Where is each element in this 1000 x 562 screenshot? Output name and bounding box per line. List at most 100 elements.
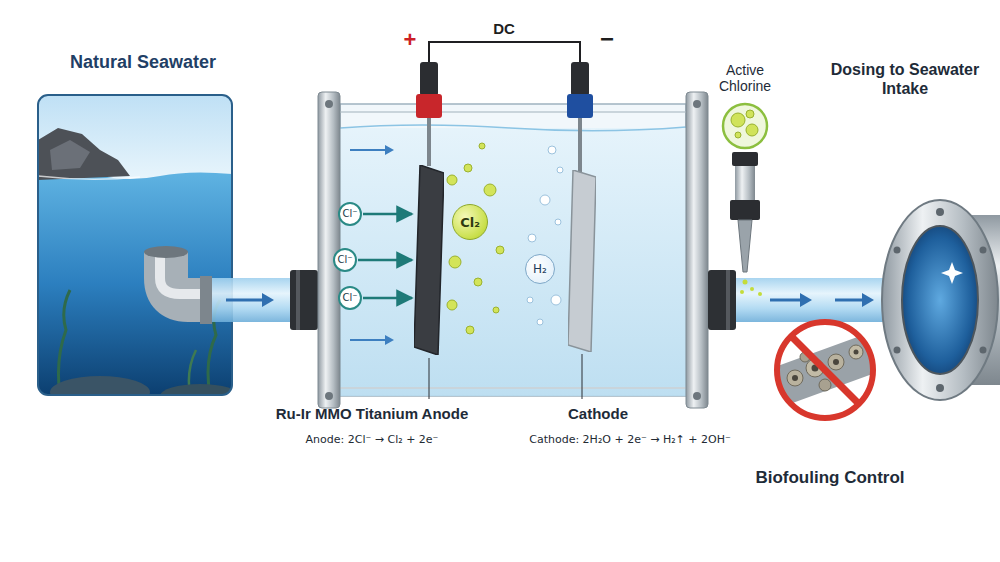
chlorine-bubbles [447,143,504,334]
bubble [479,143,485,149]
flow-arrow [226,299,262,302]
wave-line [38,176,140,179]
sky [38,95,232,185]
cathode-plate: CathodeCathode: 2H₂O + 2e⁻ → H₂↑ + 2OH⁻ [568,170,596,352]
seabed-rock [160,384,232,395]
pipe-mouth [144,246,188,258]
bolt [693,100,701,108]
bubble [474,278,482,286]
bolt [980,247,987,254]
bubble [557,167,563,173]
callout-label: Active Chlorine [700,62,790,94]
part-name: Ru-Ir MMO Titanium Anode [214,405,530,423]
injector-body [735,166,755,200]
chloride-ion: Cl⁻ [338,286,362,310]
intake-flange [882,200,998,400]
seawater-scene [38,95,232,395]
chemical-symbol: Cl⁻ [337,255,352,265]
bolt [936,384,944,392]
flow-arrow [350,339,385,341]
cathode-cap [567,94,593,118]
bolt [693,392,701,400]
droplet [758,292,762,296]
dc-wire [429,42,580,62]
cell-end-flange [686,92,708,408]
tie-rod [340,111,686,113]
flow-arrowhead [262,293,274,307]
barnacle-hole [854,350,859,355]
pipe-coupling [200,276,212,324]
bubble [528,234,536,242]
bolt [936,208,944,216]
anode-connector [420,62,438,96]
ion-migration-arrow [358,259,412,262]
bubble [540,195,550,205]
anode-cap [416,94,442,118]
bubble [537,319,543,325]
bolt [980,347,987,354]
droplet [750,287,754,291]
chemical-symbol: Cl₂ [460,216,480,229]
barnacle-hole [833,359,839,365]
leader-line [582,354,583,399]
seabed-rock [50,376,150,395]
injector-nut [730,200,760,220]
bubble [449,256,461,268]
chemical-symbol: H₂ [533,263,547,275]
flow-arrow [770,299,800,302]
bolt [894,347,901,354]
bubble [548,146,556,154]
panel-frame [38,95,232,395]
barnacle [819,379,831,391]
electrode-outline [568,170,596,352]
hydrogen-bubble: H₂ [525,254,555,284]
callout-label: Biofouling Control [710,468,950,488]
union-ridge [296,270,300,330]
bubble [551,295,561,305]
droplet [740,290,744,294]
bubble [493,307,499,313]
cathode-rod [578,118,582,172]
flow-arrow [835,299,862,302]
prohibition-ring [777,322,873,418]
electrode-plate [414,165,444,355]
ion-migration-arrow [363,213,412,216]
anode-plate: Ru-Ir MMO Titanium AnodeAnode: 2Cl⁻ → Cl… [414,165,444,355]
bubble [466,326,474,334]
inlet-union [290,270,318,330]
leader-line [429,358,430,399]
bubble [447,300,457,310]
anode-rod [427,118,431,166]
prohibition-slash [791,336,859,404]
dosing-spray [740,280,762,297]
barnacle [828,354,844,370]
chemical-symbol: Cl⁻ [342,293,357,303]
rock-highlight [50,140,90,170]
injector-nozzle [738,220,752,272]
chloride-ion: Cl⁻ [338,202,362,226]
flow-arrowhead [862,293,874,307]
union-ridge [726,270,730,330]
intake-opening [902,226,978,374]
outlet-tube [736,278,886,322]
droplet [743,280,748,285]
chlorine-bubble: Cl₂ [452,204,488,240]
cell-body [340,104,686,396]
pipe-highlight [160,252,206,294]
rock [38,128,130,180]
bubble [447,175,457,185]
chemical-symbol: Cl⁻ [342,209,357,219]
chloride-ion: Cl⁻ [333,248,357,272]
bubble [496,246,504,254]
flow-arrowhead [385,145,394,155]
electrode-outline [414,165,444,355]
tie-rod [340,387,686,389]
water-surface [340,125,686,131]
outlet-union [708,270,736,330]
bubble [484,184,496,196]
bubble [527,297,533,303]
bubble [735,132,741,138]
active-chlorine-icon [723,104,767,148]
ion-migration-arrow [363,297,412,300]
inlet-tube [212,278,292,322]
